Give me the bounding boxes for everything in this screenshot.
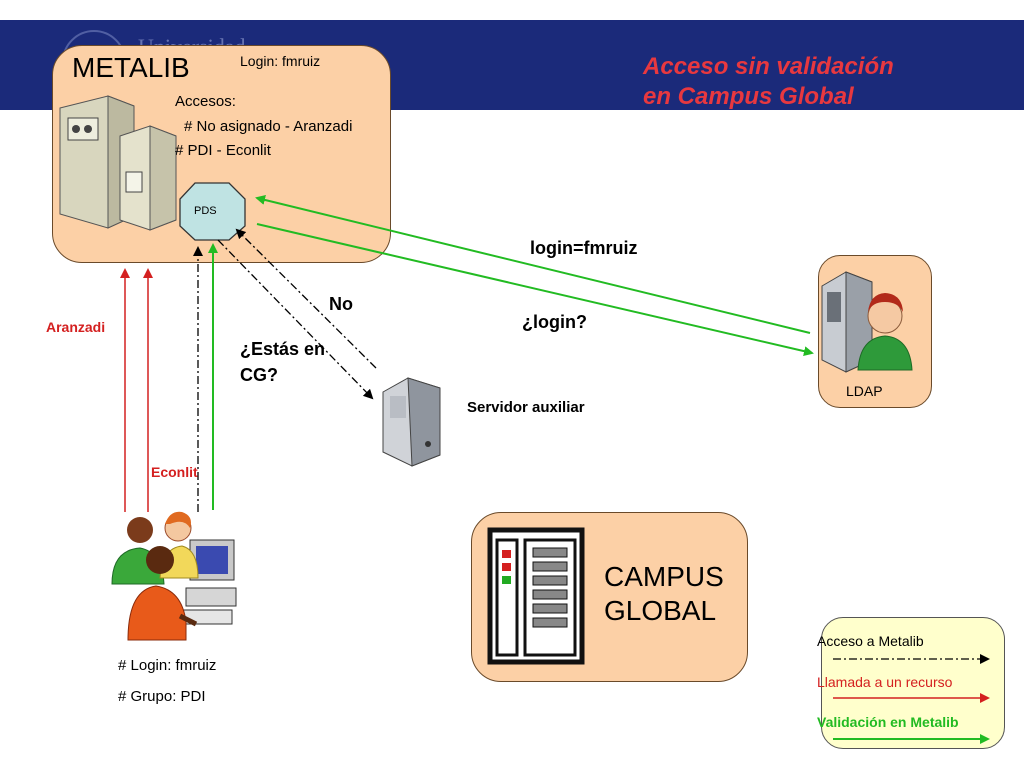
pds-octagon — [179, 182, 246, 241]
user-group: # Grupo: PDI — [118, 688, 206, 705]
legend-box — [821, 617, 1005, 749]
server-aux-label: Servidor auxiliar — [467, 399, 585, 416]
title-line-1: Acceso sin validación — [643, 53, 894, 80]
slide-title: Acceso sin validación en Campus Global — [643, 52, 894, 112]
arrow-label-estas-en-cg: ¿Estás en CG? — [240, 339, 326, 385]
arrow-label-aranzadi: Aranzadi — [46, 319, 106, 335]
title-line-2: en Campus Global — [643, 83, 854, 110]
legend-item-access: Acceso a Metalib — [817, 633, 924, 649]
users-computer-icon — [111, 511, 237, 641]
arrow-label-no: No — [329, 294, 353, 314]
arrow-label-login-response: login=fmruiz — [530, 238, 638, 258]
metalib-accesos-label: Accesos: — [175, 93, 236, 110]
metalib-access-item: # No asignado - Aranzadi — [184, 118, 353, 135]
metalib-server-icon — [59, 95, 177, 231]
pds-label: PDS — [194, 205, 217, 217]
legend-item-resource-call: Llamada a un recurso — [817, 674, 953, 690]
auxiliary-server-icon — [382, 377, 441, 467]
ldap-label: LDAP — [846, 383, 883, 399]
ldap-user-icon — [857, 293, 913, 371]
campus-global-rack-icon — [487, 527, 585, 665]
arrow-label-econlit: Econlit — [151, 464, 198, 480]
user-login: # Login: fmruiz — [118, 657, 217, 674]
metalib-login: Login: fmruiz — [240, 53, 321, 69]
metalib-title: METALIB — [72, 52, 190, 83]
arrow-label-login-query: ¿login? — [522, 312, 587, 332]
legend-item-validation: Validación en Metalib — [817, 714, 959, 730]
metalib-access-item: # PDI - Econlit — [175, 142, 271, 159]
campus-global-label: CAMPUS GLOBAL — [604, 561, 724, 626]
